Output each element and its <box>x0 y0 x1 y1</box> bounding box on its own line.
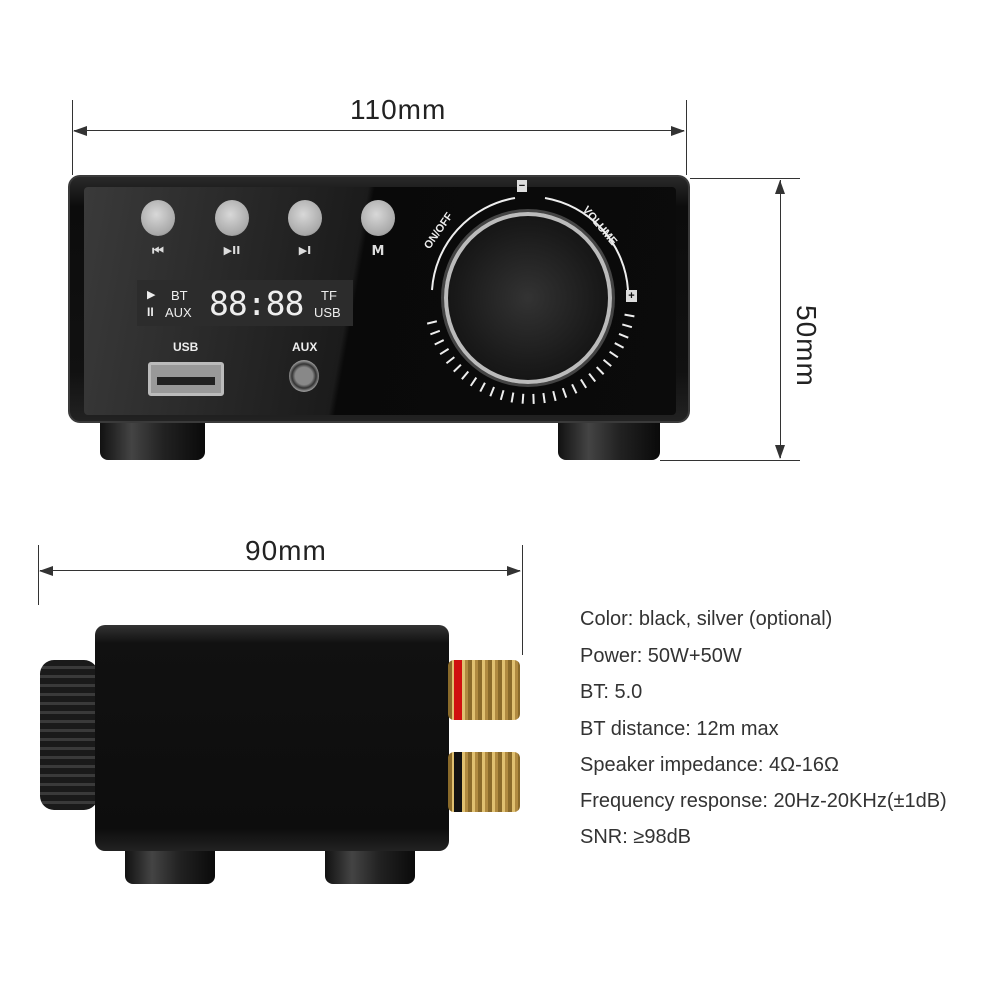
volume-tick <box>510 392 515 403</box>
volume-tick <box>614 342 625 349</box>
speaker-terminal-red <box>448 660 520 720</box>
volume-tick <box>552 390 557 402</box>
volume-tick <box>499 390 505 401</box>
volume-tick <box>453 363 462 373</box>
minus-icon: − <box>517 180 527 192</box>
pause-indicator: II <box>147 305 154 319</box>
width-label: 110mm <box>350 94 447 125</box>
arrow-left-icon <box>39 566 53 576</box>
aux-label: AUX <box>292 340 318 354</box>
dim-ext-right-side <box>522 545 523 655</box>
play-pause-button[interactable] <box>215 200 249 236</box>
usb-indicator: USB <box>314 305 341 320</box>
volume-tick <box>489 386 495 397</box>
volume-tick <box>618 333 629 339</box>
mode-button[interactable] <box>361 200 395 236</box>
front-foot-right <box>558 420 660 460</box>
volume-tick <box>561 387 568 398</box>
tf-indicator: TF <box>321 288 337 303</box>
volume-knob[interactable] <box>444 212 612 384</box>
aux-indicator: AUX <box>165 305 192 320</box>
volume-tick <box>461 370 470 380</box>
lcd-display: ▶ II BT AUX 88:88 TF USB <box>137 280 353 326</box>
arrow-left-icon <box>73 126 87 136</box>
usb-label: USB <box>173 340 199 354</box>
previous-button[interactable] <box>141 200 175 236</box>
time-display: 88:88 <box>209 284 304 323</box>
front-foot-left <box>100 420 205 460</box>
mode-icon: M <box>371 244 385 259</box>
speaker-terminal-black <box>448 752 520 812</box>
dim-ext-right <box>686 100 687 175</box>
arrow-up-icon <box>775 180 785 194</box>
volume-tick <box>439 348 450 356</box>
spec-frequency: Frequency response: 20Hz-20KHz(±1dB) <box>580 790 947 812</box>
volume-tick <box>624 313 635 318</box>
volume-tick <box>588 373 597 383</box>
play-indicator: ▶ <box>147 289 156 301</box>
dim-ext-top <box>690 178 800 179</box>
volume-tick <box>521 393 525 404</box>
volume-tick <box>571 383 578 394</box>
volume-tick <box>602 358 612 367</box>
volume-tick <box>542 392 546 404</box>
dim-line-90 <box>40 570 520 571</box>
spec-bt: BT: 5.0 <box>580 681 643 703</box>
spec-bt-distance: BT distance: 12m max <box>580 718 779 740</box>
volume-tick <box>609 350 619 359</box>
spec-snr: SNR: ≥98dB <box>580 826 692 848</box>
volume-scale <box>426 197 635 404</box>
spec-color: Color: black, silver (optional) <box>580 608 833 630</box>
volume-tick <box>622 323 633 329</box>
side-foot-left <box>125 848 215 884</box>
next-button[interactable] <box>288 200 322 236</box>
volume-tick <box>479 382 486 393</box>
amplifier-side-view <box>95 625 449 851</box>
arrow-down-icon <box>775 445 785 459</box>
dim-ext-bottom <box>660 460 800 461</box>
next-icon: ▶I <box>298 244 312 257</box>
dim-line-110 <box>74 130 684 131</box>
dim-ext-left-side <box>38 545 39 605</box>
volume-tick <box>434 339 445 346</box>
dim-ext-left <box>72 100 73 175</box>
dim-line-50 <box>780 180 781 458</box>
volume-tick <box>580 378 588 389</box>
volume-tick <box>430 329 441 336</box>
play-pause-icon: ▶II <box>223 244 241 257</box>
spec-power: Power: 50W+50W <box>580 645 742 667</box>
plus-icon: + <box>626 290 637 302</box>
usb-port[interactable] <box>148 362 224 396</box>
bt-indicator: BT <box>171 288 188 303</box>
spec-impedance: Speaker impedance: 4Ω-16Ω <box>580 754 839 776</box>
depth-label: 90mm <box>245 535 327 566</box>
volume-tick <box>469 377 478 387</box>
arrow-right-icon <box>507 566 521 576</box>
aux-jack[interactable] <box>289 360 319 392</box>
volume-tick <box>445 356 455 365</box>
arrow-right-icon <box>671 126 685 136</box>
side-foot-right <box>325 848 415 884</box>
volume-tick <box>595 366 605 375</box>
height-label: 50mm <box>791 305 822 387</box>
previous-icon: ⏮ <box>152 244 164 259</box>
volume-tick <box>426 320 438 325</box>
side-volume-knob <box>40 660 98 810</box>
